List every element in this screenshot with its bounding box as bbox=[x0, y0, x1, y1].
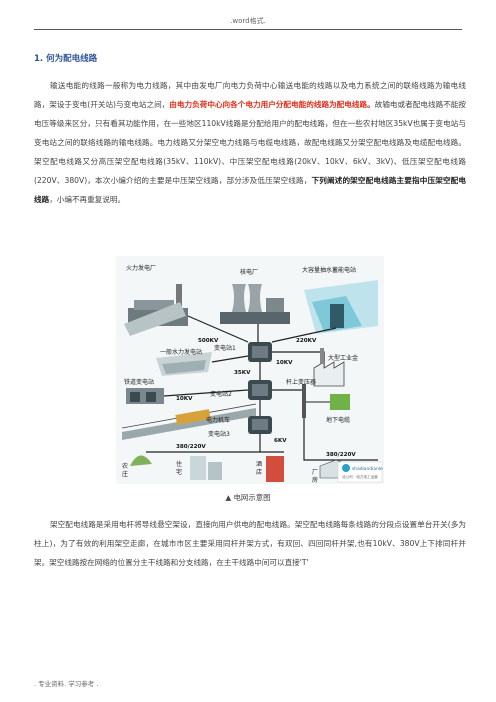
label-substation-1: 变电站1 bbox=[214, 344, 236, 352]
substation-3-transformer bbox=[248, 416, 272, 434]
underground-cable-box bbox=[330, 394, 350, 410]
label-residence: 住 bbox=[176, 460, 182, 468]
label-factory-2: 房 bbox=[312, 476, 318, 484]
label-hotel-2: 店 bbox=[256, 468, 262, 476]
line-220kv bbox=[271, 327, 337, 343]
label-substation-2: 变电站2 bbox=[210, 390, 232, 398]
residence-illustration bbox=[190, 456, 222, 480]
line-500kv bbox=[187, 315, 249, 343]
label-35kv: 35KV bbox=[234, 370, 251, 376]
nuclear-plant-illustration bbox=[220, 284, 290, 324]
label-locomotive: 电力机车 bbox=[206, 416, 230, 424]
label-farm: 农 bbox=[122, 462, 128, 470]
line-380-b bbox=[303, 418, 378, 461]
label-nuclear-plant: 核电厂 bbox=[240, 268, 258, 276]
label-rail-substation: 铁道变电站 bbox=[124, 378, 154, 386]
substation-2-transformer bbox=[248, 380, 272, 400]
figure-caption: ▲ 电网示意图 bbox=[225, 493, 271, 502]
para1-bold: 下列阐述的架空配电线路主要指中压架空配电线路 bbox=[34, 176, 466, 204]
locomotive-illustration bbox=[121, 403, 257, 440]
power-grid-diagram: 500KV 220KV bbox=[116, 256, 384, 484]
farm-illustration bbox=[130, 455, 152, 466]
line-hydro bbox=[211, 355, 249, 363]
label-industry: 大型工业金 bbox=[328, 354, 358, 362]
line-rail bbox=[163, 389, 249, 397]
page-header: .word格式. bbox=[230, 17, 266, 25]
pole bbox=[302, 384, 306, 418]
paragraph-2: 架空配电线路是采用电杆将导线悬空架设，直接向用户供电的配电线路。架空配电线路每条… bbox=[34, 520, 466, 567]
label-thermal-plant: 火力发电厂 bbox=[126, 264, 156, 272]
label-pole-transformer: 杆上变压器 bbox=[286, 378, 316, 386]
label-residence-2: 宅 bbox=[176, 468, 182, 476]
section-heading: 1. 何为配电线路 bbox=[34, 54, 98, 64]
pumped-storage-illustration bbox=[304, 280, 378, 334]
rail-substation-illustration bbox=[126, 388, 164, 404]
label-10kv-a: 10KV bbox=[276, 360, 293, 366]
hotel-illustration bbox=[266, 456, 284, 482]
label-500kv: 500KV bbox=[198, 338, 219, 344]
label-10kv-b: 10KV bbox=[176, 396, 193, 402]
label-factory: 厂 bbox=[312, 469, 318, 476]
substation-1-transformer bbox=[248, 342, 272, 362]
watermark-logo: shadiandianle 北公司 · 电力电工运营 bbox=[337, 461, 383, 483]
label-underground-cable: 地下电缆 bbox=[326, 416, 350, 424]
label-380-220-a: 380/220V bbox=[176, 444, 206, 450]
label-substation-3: 变电站3 bbox=[208, 430, 230, 438]
paragraph-1: 输送电能的线路一般称为电力线路，其中由发电厂向电力负荷中心输送电能的线路以及电力… bbox=[34, 76, 466, 209]
logo-text: shadiandianle bbox=[352, 466, 383, 472]
label-220kv: 220KV bbox=[296, 338, 317, 344]
line-380-a bbox=[146, 434, 284, 453]
header-rule bbox=[34, 29, 462, 30]
para1-text-c: 故输电或者配电线路不能按电压等级来区分，只有看其功能作用，在一些地区110kV线… bbox=[34, 100, 466, 185]
label-6kv: 6KV bbox=[274, 438, 287, 444]
label-hydro-plant: 一般水力发电站 bbox=[160, 348, 202, 356]
thermal-plant-illustration bbox=[124, 284, 188, 336]
logo-subtext: 北公司 · 电力电工运营 bbox=[342, 474, 378, 479]
page-footer: . 专业资料. 学习参考 . bbox=[34, 680, 99, 688]
label-380-220-b: 380/220V bbox=[326, 452, 356, 458]
industry-illustration bbox=[313, 348, 345, 387]
label-pumped-storage: 大容量抽水蓄能电站 bbox=[302, 266, 356, 274]
para1-text-a: 输送电能的线路一般称为电力线路，其中由发电厂向电力负荷中心输送电能的线路以及电力… bbox=[34, 81, 466, 109]
label-hotel: 酒 bbox=[256, 460, 262, 468]
para1-highlight-red: 由电力负荷中心向各个电力用户分配电能的线路为配电线路。 bbox=[169, 100, 375, 109]
para1-text-e: ，小编不再重复说明。 bbox=[49, 195, 126, 204]
label-village: 庄 bbox=[122, 470, 128, 478]
hydro-plant-illustration bbox=[156, 352, 212, 376]
